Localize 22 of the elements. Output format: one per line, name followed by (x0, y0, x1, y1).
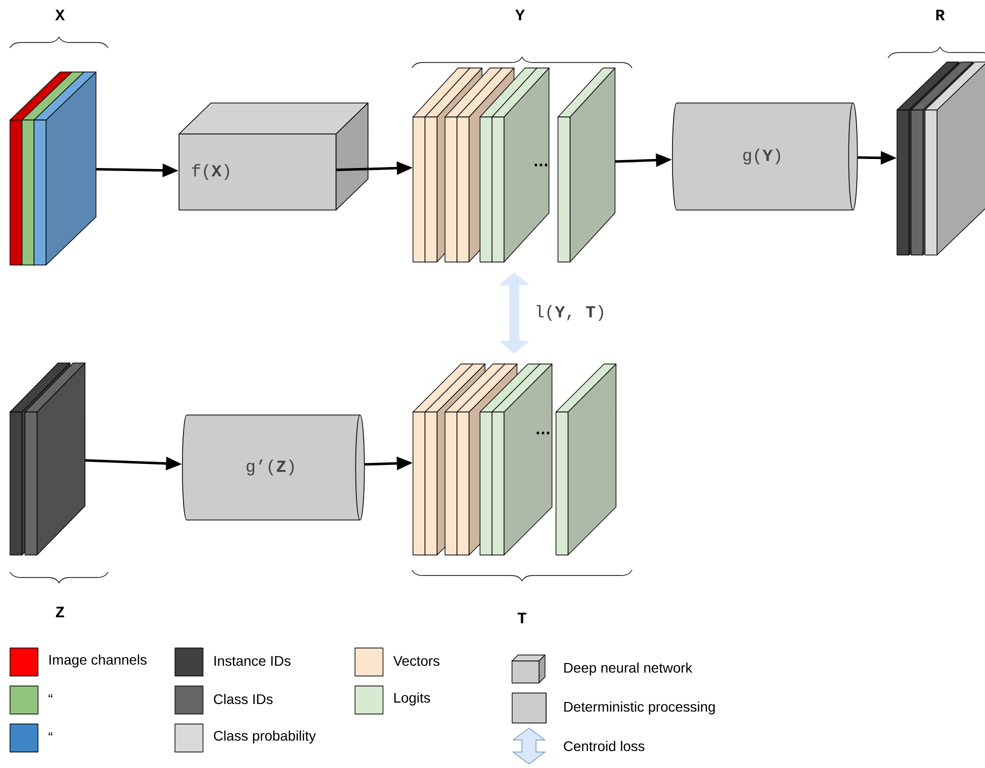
stack-label: T (518, 612, 526, 624)
stack-label: R (936, 10, 945, 20)
legend-text: Vectors (393, 656, 440, 666)
legend-text: Centroid loss (564, 740, 644, 752)
legend-text: “ (48, 732, 52, 736)
legend-text: Class probability (214, 730, 316, 744)
legend-text: Deep neural network (564, 662, 692, 676)
ellipsis-text: … (534, 164, 548, 166)
legend-text: “ (48, 694, 52, 698)
legend-text: Deterministic processing (564, 701, 715, 715)
ellipsis-text: … (536, 432, 550, 434)
legend-text: Logits (394, 692, 430, 706)
edge-label: l(Y, T) (532, 303, 608, 323)
stack-label: X (55, 10, 65, 20)
processing-cylinder: g(Y) (672, 102, 858, 210)
stack-label: Y (515, 10, 525, 20)
legend-text: Image channels (50, 654, 147, 668)
legend-text: Class IDs (214, 694, 273, 704)
legend-text: Instance IDs (214, 656, 290, 666)
network-block: f(X) (178, 102, 368, 210)
processing-cylinder: g’(Z) (182, 414, 365, 520)
stack-label: Z (56, 606, 64, 618)
